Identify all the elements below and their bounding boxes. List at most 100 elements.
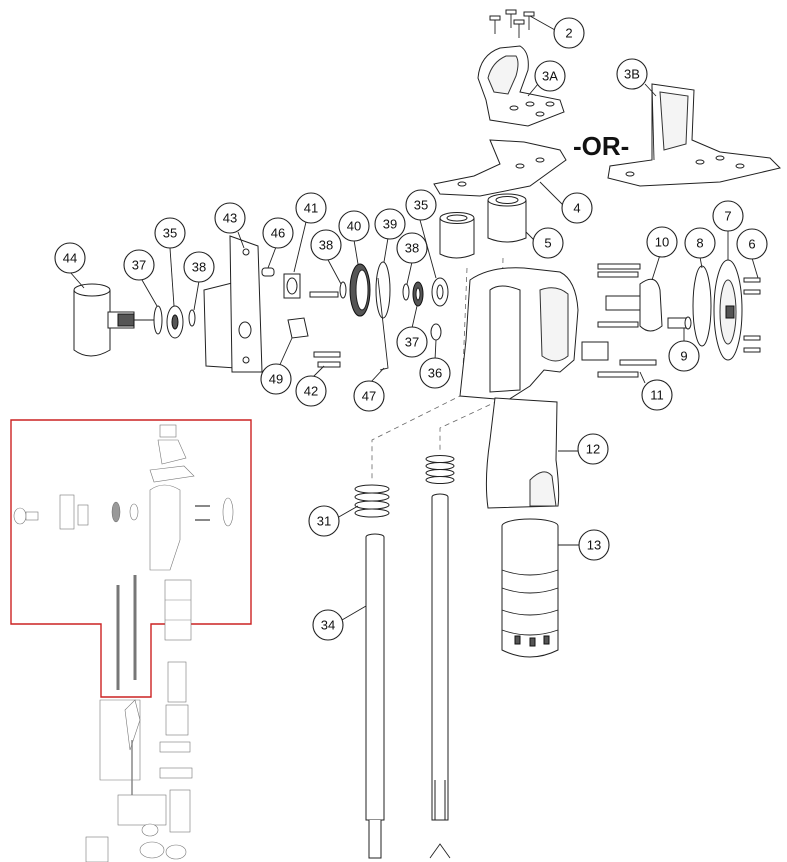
callout-36: 36: [419, 357, 451, 389]
callout-label: 42: [304, 384, 318, 399]
part-44-hub: [73, 283, 160, 357]
overview-lower-assembly: [85, 575, 193, 862]
part-35-bearing-right: [431, 277, 449, 307]
callout-41: 41: [295, 192, 327, 224]
callout-42: 42: [295, 375, 327, 407]
callout-11: 11: [641, 379, 673, 411]
callout-label: 7: [724, 209, 731, 224]
callout-label: 46: [271, 226, 285, 241]
callout-38-mid: 38: [310, 229, 342, 261]
callout-label: 37: [132, 258, 146, 273]
callout-49: 49: [260, 363, 292, 395]
callout-label: 31: [317, 514, 331, 529]
part-11-screws: [581, 321, 657, 378]
callout-label: 9: [680, 349, 687, 364]
part-8-ring: [692, 265, 712, 347]
overview-inset: [10, 419, 252, 862]
spring-right: [425, 455, 455, 484]
or-label: -OR-: [573, 131, 629, 161]
part-49-nut: [287, 317, 309, 339]
overview-upper-assembly: [13, 424, 234, 571]
part-35-bearing-left: [166, 305, 184, 339]
part-7-plate: [713, 259, 743, 361]
callout-6: 6: [736, 228, 768, 260]
part-6-screws: [743, 277, 761, 353]
callout-5: 5: [532, 227, 564, 259]
callout-label: 38: [405, 241, 419, 256]
callout-label: 11: [650, 388, 664, 403]
callout-label: 43: [223, 211, 237, 226]
callout-37-right: 37: [396, 326, 428, 358]
callout-label: 44: [63, 251, 77, 266]
part-31-spring-left: [354, 484, 390, 518]
callout-47: 47: [353, 380, 385, 412]
callout-label: 13: [587, 538, 601, 553]
part-2-screws: [489, 9, 535, 38]
callout-label: 38: [192, 260, 206, 275]
callout-44: 44: [54, 242, 86, 274]
callout-10: 10: [646, 226, 678, 258]
part-10-lever: [597, 263, 663, 332]
part-37-ring-left: [153, 305, 163, 335]
head-housing: [459, 267, 579, 401]
part-34-rod-left: [365, 533, 385, 859]
part-38-ring-mid: [339, 281, 347, 299]
callout-2: 2: [553, 17, 585, 49]
callout-label: 10: [655, 235, 669, 250]
callout-3B: 3B: [616, 58, 648, 90]
callout-38-right: 38: [396, 232, 428, 264]
callout-label: 6: [748, 237, 755, 252]
callout-label: 3B: [624, 67, 640, 82]
part-38-ring-right: [402, 283, 410, 301]
callouts: 2 3A 3B 4 5 6 7 8 9 10 11 12 13 31 34 35…: [54, 17, 768, 641]
part-43-housing: [203, 235, 263, 373]
callout-34: 34: [312, 609, 344, 641]
part-12-handle-body: [485, 397, 560, 509]
callout-35-left: 35: [154, 217, 186, 249]
callout-35-right: 35: [405, 189, 437, 221]
part-37-ring-right: [412, 281, 424, 307]
part-36-ring: [430, 323, 442, 341]
callout-label: 37: [405, 335, 419, 350]
callout-label: 38: [319, 238, 333, 253]
callout-12: 12: [577, 433, 609, 465]
callout-label: 2: [565, 26, 572, 41]
part-41-bushing: [283, 273, 301, 299]
callout-label: 5: [544, 236, 551, 251]
callout-31: 31: [308, 505, 340, 537]
part-42-screws: [309, 291, 341, 368]
callout-37-left: 37: [123, 249, 155, 281]
callout-9: 9: [668, 340, 700, 372]
callout-label: 35: [163, 226, 177, 241]
callout-label: 47: [362, 389, 376, 404]
callout-label: 39: [383, 217, 397, 232]
part-40-gear: [349, 263, 371, 317]
part-5-bushing: [487, 193, 527, 243]
part-46-pin: [261, 267, 275, 277]
part-3B-bracket: [607, 83, 781, 187]
callout-13: 13: [578, 529, 610, 561]
callout-43: 43: [214, 202, 246, 234]
callout-3A: 3A: [534, 60, 566, 92]
callout-4: 4: [561, 192, 593, 224]
callout-39: 39: [374, 208, 406, 240]
part-9-knob: [667, 316, 692, 330]
part-4-plate: [433, 139, 567, 197]
callout-label: 4: [573, 201, 580, 216]
part-39-washer: [375, 261, 391, 319]
callout-label: 49: [269, 372, 283, 387]
part-35-bushing-upper: [439, 212, 475, 259]
callout-label: 12: [586, 442, 600, 457]
callout-7: 7: [712, 200, 744, 232]
callout-label: 40: [347, 219, 361, 234]
callout-label: 34: [321, 618, 335, 633]
leader-lines: [69, 15, 759, 621]
part-13-sleeve: [501, 518, 559, 658]
callout-46: 46: [262, 217, 294, 249]
part-3A-bracket: [477, 45, 565, 127]
rod-right: [429, 493, 451, 859]
callout-38-left: 38: [183, 251, 215, 283]
callout-label: 36: [428, 366, 442, 381]
callout-label: 41: [304, 201, 318, 216]
